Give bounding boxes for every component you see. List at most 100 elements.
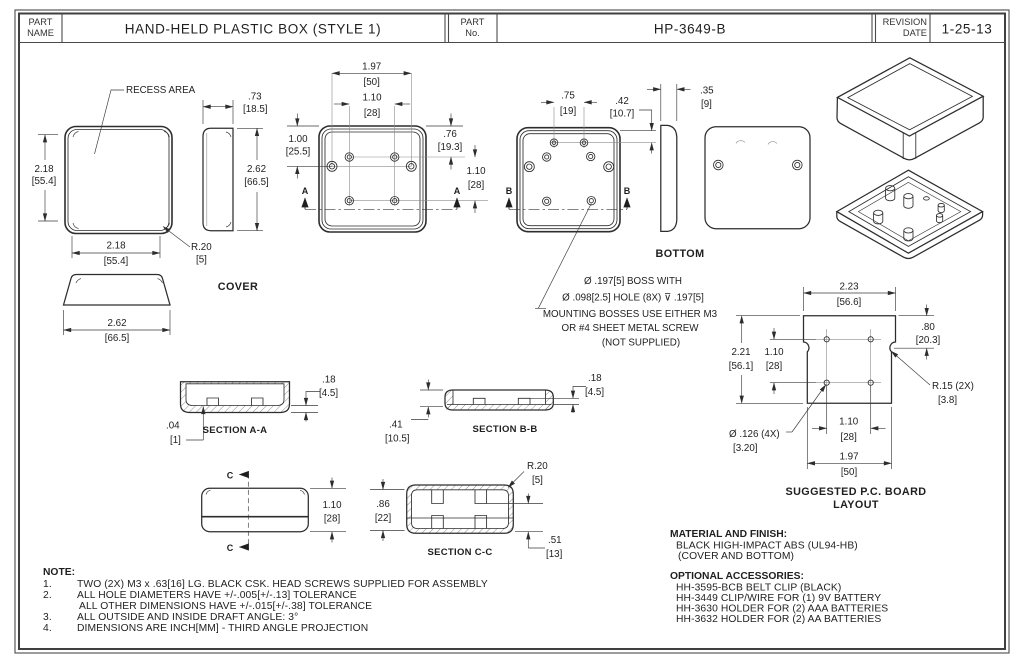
bottom-side-view: .35 [9] BOTTOM [647,84,714,260]
dim-cc-86-in: .86 [376,499,390,510]
pcb-hole-leader [791,384,827,433]
dim-top-76-in: .76 [443,129,457,140]
dim-cover-depth-mm: [18.5] [243,104,268,115]
note-1-num: 1. [43,579,52,590]
dim-bot-75-mm: [19] [560,106,577,117]
bottom-inside-holes [523,138,615,206]
part-no-label-top: PART [461,17,485,27]
dim-pcb-223-mm: [56.6] [837,297,862,308]
dim-aa-04-in: .04 [166,421,180,432]
section-cc-outline [406,484,514,534]
boss-note-line2: Ø .098[2.5] HOLE (8X) ⊽ .197[5] [562,293,704,304]
dim-pcb-197-in: 1.97 [839,452,858,463]
bottom-outside-view [704,126,811,230]
dim-top-110r-in: 1.10 [466,166,486,177]
note-4-text: DIMENSIONS ARE INCH[MM] - THIRD ANGLE PR… [77,623,368,634]
revision-label-top: REVISION [883,17,927,27]
dim-top-110r-mm: [28] [468,180,485,191]
note-2-text: ALL HOLE DIAMETERS HAVE +/-.005[+/-.13] … [77,590,357,601]
section-aa-letter-left: A [302,186,309,196]
recess-area-label: RECESS AREA [126,85,196,96]
iso-base-rim [835,169,984,254]
dim-cc-86-mm: [22] [375,513,392,524]
dim-cc-r20-in: R.20 [527,461,548,472]
note-1-text: TWO (2X) M3 x .63[16] LG. BLACK CSK. HEA… [77,579,488,590]
section-aa-bosses [206,397,264,406]
material-line2: (COVER AND BOTTOM) [678,551,794,562]
dim-pcb-197-mm: [50] [841,467,858,478]
isometric-cover [836,57,985,161]
section-aa-letter-right: A [454,186,461,196]
dim-cover-width-mm: [55.4] [104,256,129,267]
dim-cover-radius-in: R.20 [191,242,212,253]
boss-note-line1: Ø .197[5] BOSS WITH [584,276,682,287]
dim-cc-110-in: 1.10 [322,500,342,511]
dim-top-197-in: 1.97 [362,62,381,73]
section-aa-label: SECTION A-A [203,425,268,436]
dim-aa-04-mm: [1] [170,435,181,446]
iso-base-bosses [873,185,945,242]
dim-pcb-r15-mm: [3.8] [938,395,957,406]
dim-pcb-110l-mm: [28] [766,361,783,372]
cover-side-outline [202,127,234,232]
material-line1: BLACK HIGH-IMPACT ABS (UL94-HB) [676,541,858,552]
dim-top-197-mm: [50] [364,77,381,88]
accessory-4: HH-3632 HOLDER FOR (2) AA BATTERIES [676,614,881,625]
dim-pcb-110b-mm: [28] [841,432,858,443]
cover-front-view: RECESS AREA 2.18 [55.4] 2.18 [55.4] R.20… [32,85,213,267]
dim-top-110-in: 1.10 [362,93,382,104]
drawing-border [14,9,1010,654]
dim-cover-width-in: 2.18 [106,241,126,252]
accessory-2: HH-3449 CLIP/WIRE FOR (1) 9V BATTERY [676,593,881,604]
dim-cover-outer-width-in: 2.62 [107,318,126,329]
bottom-outside-outline [704,126,811,230]
cover-front-outline [64,125,173,235]
dim-cover-outer-height-mm: [66.5] [244,177,269,188]
dim-bot-75-in: .75 [561,91,575,102]
accessories-heading: OPTIONAL ACCESSORIES: [670,571,804,582]
bottom-outside-holes [713,159,803,171]
dim-bb-41-in: .41 [389,420,403,431]
cover-profile-view: 2.62 [66.5] COVER [62,273,258,344]
dim-aa-18-mm: [4.5] [319,388,338,399]
dim-pcb-223-in: 2.23 [839,282,859,293]
dim-bb-18-mm: [4.5] [585,387,604,398]
section-cc-view: R.20 [5] .86 [22] .51 [13] SECTION C-C [370,461,563,560]
dim-pcb-221-in: 2.21 [731,347,750,358]
dim-cc-51-mm: [13] [546,549,563,560]
note-2b-text: ALL OTHER DIMENSIONS HAVE +/-.015[+/-.38… [79,601,372,612]
section-cc-letter-bottom: C [227,543,234,553]
boss-note-line4: OR #4 SHEET METAL SCREW [561,323,699,334]
boss-leader-line [538,203,592,309]
boss-note-line3: MOUNTING BOSSES USE EITHER M3 [543,309,718,320]
dim-pcb-d126-in: Ø .126 (4X) [729,429,780,440]
pcb-radius-leader [890,350,931,386]
revision-date-value: 1-25-13 [942,22,993,37]
dim-cover-outer-width-mm: [66.5] [105,333,130,344]
dim-pcb-80-in: .80 [921,322,935,333]
part-no-value: HP-3649-B [654,22,726,37]
section-bb-view: .18 [4.5] .41 [10.5] SECTION B-B [385,373,604,445]
bottom-view-label: BOTTOM [656,248,705,260]
revision-label-bottom: DATE [903,28,927,38]
section-cc-label: SECTION C-C [427,547,492,558]
dim-cc-110-mm: [28] [324,514,341,525]
part-no-label-bottom: No. [465,28,479,38]
dim-cover-radius-mm: [5] [196,255,207,266]
note-2-num: 2. [43,590,52,601]
accessory-1: HH-3595-BCB BELT CLIP (BLACK) [676,583,841,594]
recess-leader-line [94,89,124,155]
accessory-3: HH-3630 HOLDER FOR (2) AAA BATTERIES [676,604,888,615]
dim-bot-42-mm: [10.7] [610,109,635,120]
dim-bot-35-in: .35 [700,86,714,97]
note-3-text: ALL OUTSIDE AND INSIDE DRAFT ANGLE: 3° [77,612,298,623]
dim-pcb-110l-in: 1.10 [764,347,784,358]
pcb-holes [823,336,874,386]
pcb-label-line1: SUGGESTED P.C. BOARD [786,486,927,498]
dim-top-100-in: 1.00 [288,134,308,145]
dim-top-110-mm: [28] [364,108,381,119]
cover-inside-outline [318,125,427,233]
dim-pcb-221-mm: [56.1] [729,361,754,372]
